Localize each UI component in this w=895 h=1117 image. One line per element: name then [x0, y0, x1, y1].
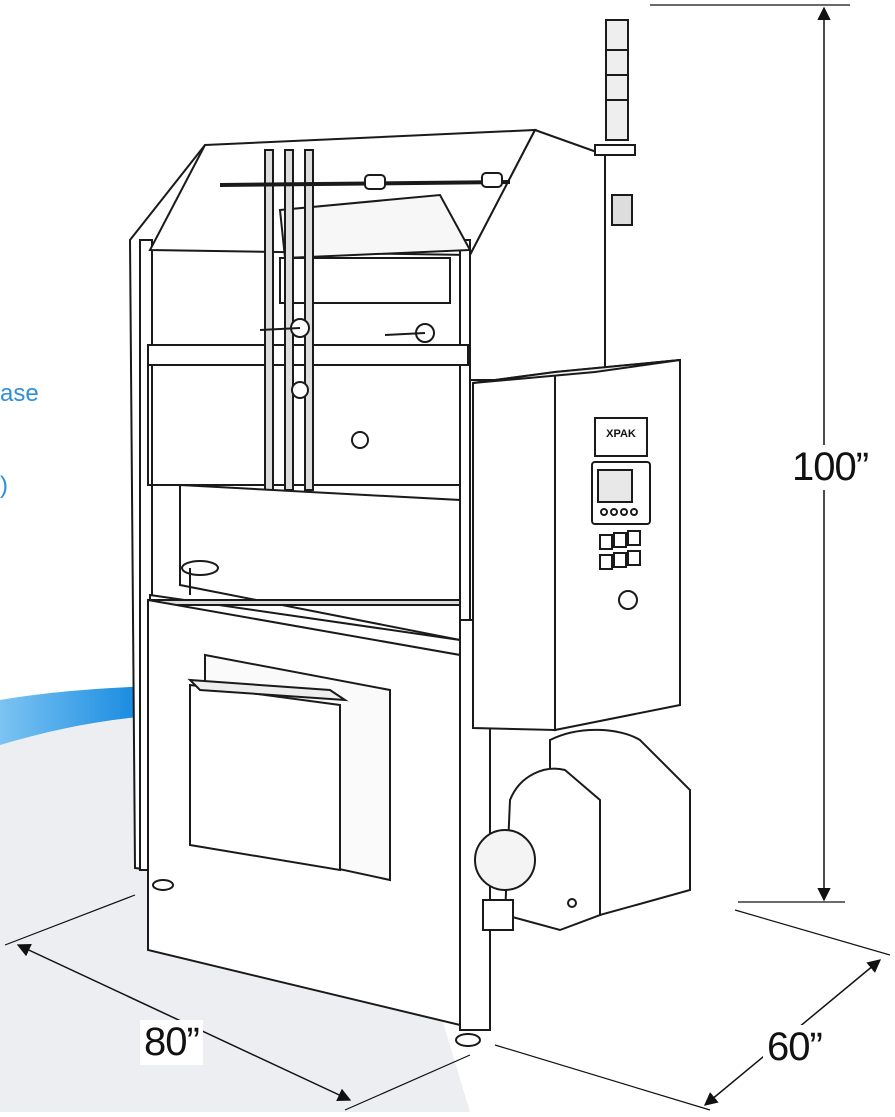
box-flap [187, 678, 349, 702]
control-button-4 [599, 554, 613, 570]
top-tray [278, 193, 472, 260]
side-bracket [611, 194, 633, 226]
side-text-fragment-1: ase [0, 380, 39, 407]
foot-left [152, 879, 174, 891]
blue-swoosh-accent [0, 686, 150, 745]
clamp-3 [291, 381, 309, 399]
cabinet-side [472, 370, 556, 732]
side-text-fragment-2: ) [0, 472, 8, 499]
lower-front-panel [147, 599, 461, 606]
control-button-1 [599, 534, 613, 550]
adjustment-handwheel [181, 560, 219, 576]
width-extension-left [4, 894, 136, 946]
clamp-4 [351, 431, 369, 449]
rail-3 [304, 149, 314, 491]
panel-logo: XPAK [606, 428, 636, 440]
box-in-opening [189, 683, 341, 872]
motor-mount [482, 899, 514, 931]
control-cabinet [472, 358, 681, 732]
motor-housing-front [503, 767, 601, 932]
stack-light-bracket [594, 144, 636, 156]
height-dimension-label: 100” [788, 445, 873, 490]
foot-right [455, 1033, 481, 1047]
cabinet-top [472, 359, 681, 384]
motor-fan [474, 829, 536, 891]
control-button-6 [627, 550, 641, 566]
width-extension-right [344, 1054, 471, 1111]
rail-2 [284, 149, 294, 491]
motor-housing [474, 728, 691, 932]
stack-light [605, 19, 629, 141]
depth-extension-left [494, 1044, 711, 1111]
emergency-stop [618, 590, 638, 610]
depth-dimension-label: 60” [763, 1025, 826, 1070]
rail-1 [264, 149, 274, 491]
width-dimension-label: 80” [140, 1020, 203, 1065]
logo-plate [594, 417, 648, 457]
depth-extension-right [734, 909, 891, 956]
control-button-3 [627, 530, 641, 546]
control-button-2 [613, 532, 627, 548]
roller-left [364, 174, 386, 190]
control-button-5 [613, 552, 627, 568]
hmi-screen [597, 469, 633, 503]
roller-right [481, 172, 503, 188]
